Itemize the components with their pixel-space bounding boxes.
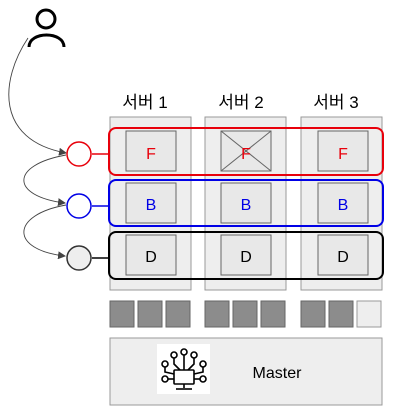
box-f-1-label: F: [146, 146, 156, 163]
box-d-2-label: D: [240, 249, 252, 266]
row-b: B B B: [66, 179, 384, 227]
row-f: F F F: [66, 127, 384, 176]
box-b-2-label: B: [241, 197, 252, 214]
box-d-2: [220, 234, 272, 276]
storage-block: [260, 300, 286, 328]
storage-block: [204, 300, 230, 328]
server-label-3: 서버 3: [313, 93, 358, 112]
storage-blocks-3: [300, 300, 382, 328]
box-d-1: [125, 234, 177, 276]
storage-block-empty: [356, 300, 382, 328]
storage-block: [109, 300, 135, 328]
box-b-1-label: B: [146, 197, 157, 214]
box-f-3: [317, 130, 369, 172]
master-box: Master: [109, 337, 383, 406]
storage-blocks-2: [204, 300, 286, 328]
box-b-3-label: B: [338, 197, 349, 214]
user-icon: [27, 8, 66, 48]
storage-blocks-1: [109, 300, 191, 328]
server-label-1: 서버 1: [122, 93, 167, 112]
box-f-1: [125, 130, 177, 172]
storage-block: [300, 300, 326, 328]
row-d: D D D: [66, 231, 384, 280]
node-f: [66, 141, 92, 167]
failed-cross-icon: [220, 130, 272, 172]
storage-block: [165, 300, 191, 328]
box-f-2-label: F: [241, 146, 251, 163]
storage-block: [137, 300, 163, 328]
box-b-1: [125, 182, 177, 224]
storage-block: [328, 300, 354, 328]
box-d-3-label: D: [337, 249, 349, 266]
box-b-2: [220, 182, 272, 224]
box-f-3-label: F: [338, 146, 348, 163]
node-d: [66, 245, 92, 271]
network-computer-icon: [157, 344, 210, 394]
server-label-2: 서버 2: [218, 93, 263, 112]
arrow-b-to-d: [23, 204, 67, 260]
box-d-3: [317, 234, 369, 276]
row-d-frame: [108, 231, 384, 280]
box-b-3: [317, 182, 369, 224]
storage-block: [232, 300, 258, 328]
box-d-1-label: D: [145, 249, 157, 266]
master-label: Master: [253, 365, 303, 382]
row-f-frame: [108, 127, 384, 176]
arrow-f-to-b: [23, 154, 67, 207]
node-b: [66, 193, 92, 219]
arrow-user-to-f: [8, 37, 67, 156]
row-b-frame: [108, 179, 384, 227]
